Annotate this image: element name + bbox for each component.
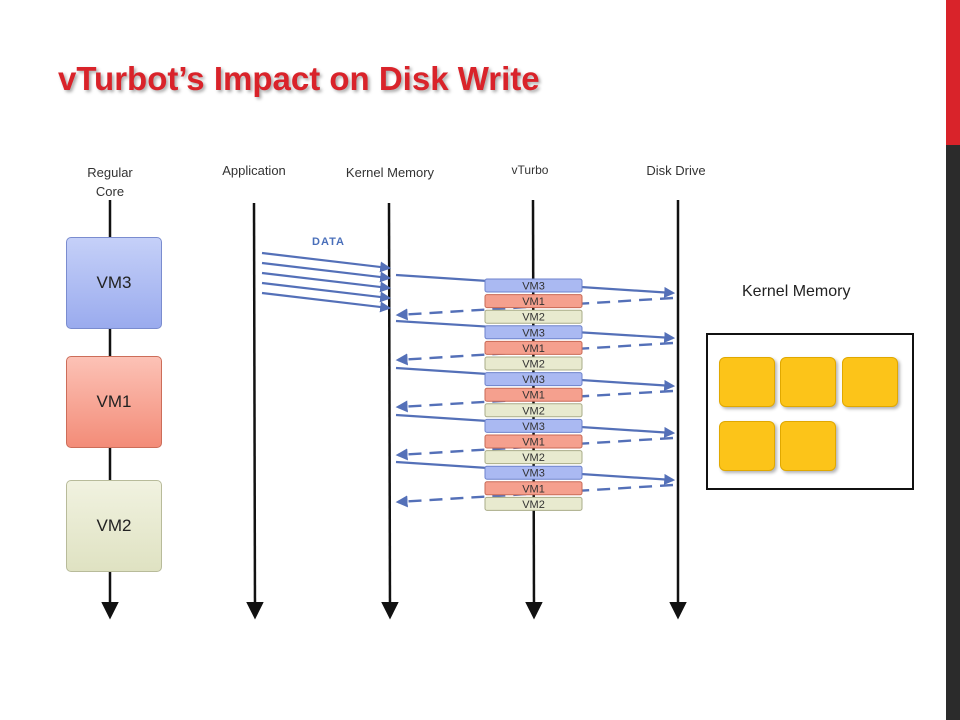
memory-block bbox=[719, 421, 775, 471]
queue-slot-label: VM3 bbox=[522, 468, 545, 480]
queue-slot bbox=[484, 294, 583, 309]
queue-slot bbox=[484, 372, 583, 387]
queue-slot bbox=[484, 309, 583, 324]
kernel-memory-timeline bbox=[381, 202, 399, 620]
regular-core-label-line2: Core bbox=[95, 184, 125, 199]
kernel-memory-panel-title: Kernel Memory bbox=[742, 283, 851, 300]
queue-slot bbox=[484, 403, 583, 418]
application-timeline bbox=[246, 202, 264, 620]
memory-block bbox=[719, 357, 775, 407]
queue-slot-label: VM3 bbox=[522, 281, 545, 293]
queue-slot-label: VM1 bbox=[522, 483, 545, 495]
slide-side-bar bbox=[946, 0, 960, 720]
queue-slot-label: VM2 bbox=[522, 359, 545, 371]
queue-slot bbox=[484, 387, 583, 402]
memory-block bbox=[842, 357, 898, 407]
queue-slot-label: VM3 bbox=[522, 327, 545, 339]
memory-block bbox=[780, 357, 836, 407]
queue-slot bbox=[484, 278, 583, 293]
queue-slot bbox=[484, 434, 583, 449]
queue-slot bbox=[484, 418, 583, 433]
queue-slot-label: VM1 bbox=[522, 343, 545, 355]
queue-slot-label: VM1 bbox=[522, 390, 545, 402]
queue-slot-label: VM1 bbox=[522, 437, 545, 449]
queue-slot bbox=[484, 450, 583, 465]
kernel-memory-column-label: Kernel Memory bbox=[345, 165, 435, 180]
queue-slot bbox=[484, 340, 583, 355]
vm1-box: VM1 bbox=[66, 356, 162, 448]
queue-slot bbox=[484, 481, 583, 496]
queue-slot-label: VM2 bbox=[522, 312, 545, 324]
queue-slot-label: VM3 bbox=[522, 374, 545, 386]
queue-slot bbox=[484, 356, 583, 371]
slide-side-bar-accent bbox=[946, 0, 960, 145]
regular-core-label-line1: Regular bbox=[87, 165, 133, 180]
data-arrow bbox=[261, 261, 392, 283]
vturbo-queue: VM3VM1VM2VM3VM1VM2VM3VM1VM2VM3VM1VM2VM3V… bbox=[484, 278, 583, 511]
data-arrow bbox=[261, 281, 392, 303]
queue-slot-label: VM3 bbox=[522, 421, 545, 433]
queue-slot bbox=[484, 325, 583, 340]
regular-core-label: Regular Core bbox=[70, 163, 150, 201]
vm3-box: VM3 bbox=[66, 237, 162, 329]
disk-drive-label: Disk Drive bbox=[646, 163, 706, 178]
data-arrows bbox=[261, 251, 392, 313]
slide-title: vTurbot’s Impact on Disk Write bbox=[58, 60, 540, 97]
data-arrow bbox=[261, 251, 392, 273]
vm2-box: VM2 bbox=[66, 480, 162, 572]
queue-slot-label: VM2 bbox=[522, 452, 545, 464]
queue-slot-label: VM2 bbox=[522, 405, 545, 417]
data-arrow bbox=[261, 291, 392, 313]
queue-slot bbox=[484, 465, 583, 480]
data-label: DATA bbox=[312, 236, 345, 248]
queue-slot bbox=[484, 496, 583, 511]
queue-slot-label: VM1 bbox=[522, 296, 545, 308]
vturbo-label: vTurbo bbox=[511, 163, 549, 177]
data-arrow bbox=[261, 271, 392, 293]
queue-slot-label: VM2 bbox=[522, 499, 545, 511]
application-label: Application bbox=[222, 163, 286, 178]
memory-block bbox=[780, 421, 836, 471]
